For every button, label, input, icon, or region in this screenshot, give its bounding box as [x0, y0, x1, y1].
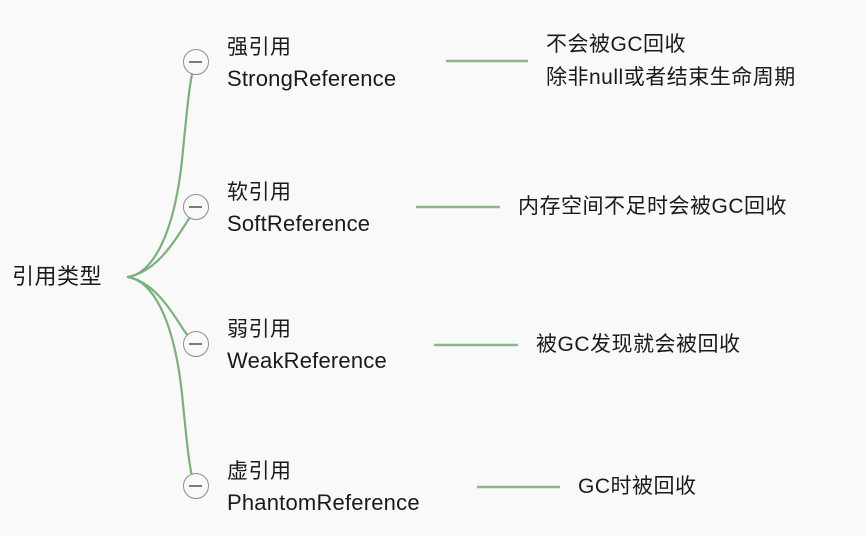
branch-label-en: PhantomReference: [227, 490, 420, 515]
branch-label-cn: 虚引用: [227, 460, 292, 483]
minus-circle-icon: [189, 485, 202, 487]
leaf-connectors: [416, 59, 560, 489]
branch-label-cn: 软引用: [227, 181, 292, 204]
leaf-label-line: 除非null或者结束生命周期: [546, 66, 796, 89]
edge-soft-reference: [126, 205, 198, 279]
minus-circle-icon: [189, 206, 202, 208]
root-node-label: 引用类型: [12, 264, 103, 289]
toggle-strong-reference[interactable]: [183, 49, 209, 75]
edge-phantom-reference: [126, 275, 197, 489]
branch-label-phantom-reference[interactable]: 虚引用 PhantomReference: [227, 457, 420, 519]
branch-label-soft-reference[interactable]: 软引用 SoftReference: [227, 178, 370, 240]
branch-edges: [126, 60, 198, 489]
branch-label-strong-reference[interactable]: 强引用 StrongReference: [227, 33, 396, 95]
leaf-label-line: 不会被GC回收: [546, 33, 686, 56]
branch-label-cn: 强引用: [227, 36, 292, 59]
branch-label-en: StrongReference: [227, 66, 397, 91]
leaf-label-phantom-reference[interactable]: GC时被回收: [578, 470, 697, 503]
leaf-label-soft-reference[interactable]: 内存空间不足时会被GC回收: [518, 190, 787, 223]
minus-circle-icon: [189, 343, 202, 345]
branch-label-cn: 弱引用: [227, 318, 292, 341]
leaf-label-strong-reference[interactable]: 不会被GC回收除非null或者结束生命周期: [546, 28, 796, 94]
leaf-label-line: 内存空间不足时会被GC回收: [518, 195, 787, 218]
leaf-label-line: GC时被回收: [578, 475, 697, 498]
edge-strong-reference: [126, 60, 197, 279]
leaf-label-weak-reference[interactable]: 被GC发现就会被回收: [536, 328, 741, 361]
leaf-label-line: 被GC发现就会被回收: [536, 333, 741, 356]
minus-circle-icon: [189, 61, 202, 63]
branch-label-weak-reference[interactable]: 弱引用 WeakReference: [227, 315, 387, 377]
toggle-weak-reference[interactable]: [183, 331, 209, 357]
toggle-phantom-reference[interactable]: [183, 473, 209, 499]
toggle-soft-reference[interactable]: [183, 194, 209, 220]
branch-label-en: WeakReference: [227, 348, 387, 373]
branch-label-en: SoftReference: [227, 211, 371, 236]
